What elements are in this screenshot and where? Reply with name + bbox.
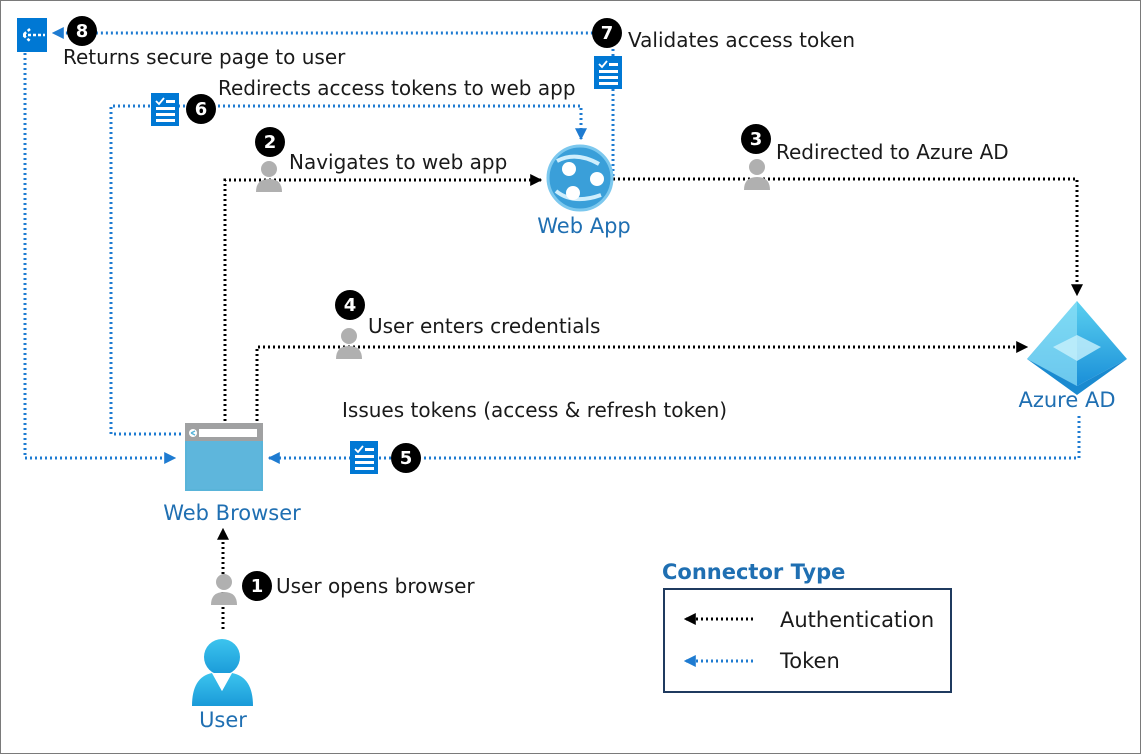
svg-text:1: 1 [251,576,264,597]
legend-title: Connector Type [662,560,845,584]
step-label-4: User enters credentials [368,314,600,338]
token-doc-icon-step-7 [594,56,622,89]
token-doc-icon-step-5 [350,441,378,474]
step-badge-2: 2 [255,127,285,157]
step-badge-3: 3 [741,124,771,154]
web-browser-icon [185,423,263,491]
step-badge-1: 1 [242,571,272,601]
step-badge-8: 8 [67,16,97,46]
step-badge-7: 7 [592,18,622,48]
svg-text:8: 8 [76,21,89,42]
svg-text:2: 2 [264,132,277,153]
person-icon-step-2 [256,161,282,192]
svg-text:7: 7 [601,23,614,44]
connector-token-6 [109,104,587,436]
step-label-2: Navigates to web app [289,150,507,174]
person-icon-step-1 [211,574,237,605]
step-label-7: Validates access token [628,28,855,52]
user-icon [192,639,253,706]
svg-text:6: 6 [195,99,208,120]
legend-box: Authentication Token [663,588,952,693]
web-app-label: Web App [537,214,631,238]
step-label-5: Issues tokens (access & refresh token) [342,398,727,422]
person-icon-step-4 [336,328,362,359]
azure-ad-icon [1027,301,1127,395]
connector-auth-3 [613,177,1083,297]
svg-text:3: 3 [750,129,763,150]
svg-text:5: 5 [400,448,413,469]
web-app-icon [546,144,614,212]
legend-token-label: Token [779,649,840,673]
connector-token-5 [267,416,1081,464]
step-label-6: Redirects access tokens to web app [218,76,576,100]
step-label-3: Redirected to Azure AD [776,140,1009,164]
step-label-1: User opens browser [276,574,475,598]
person-icon-step-3 [744,159,770,190]
token-doc-icon-step-6 [151,93,179,126]
svg-text:4: 4 [344,295,357,316]
step-badge-4: 4 [335,290,365,320]
return-page-icon [17,18,47,52]
connector-auth-2 [223,174,543,421]
step-label-8: Returns secure page to user [63,45,346,69]
legend-authentication-label: Authentication [780,608,934,632]
step-badge-5: 5 [391,443,421,473]
step-badge-6: 6 [186,94,216,124]
user-label: User [199,708,247,732]
connector-token-8-return [23,53,177,464]
web-browser-label: Web Browser [163,501,301,525]
azure-ad-label: Azure AD [1018,388,1115,412]
